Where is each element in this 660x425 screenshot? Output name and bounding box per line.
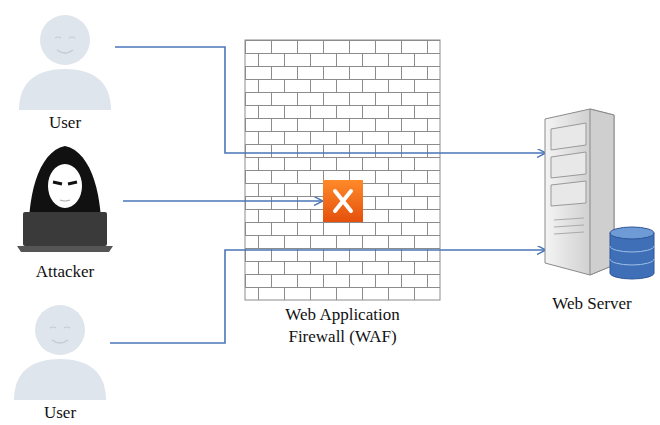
server-icon bbox=[542, 105, 660, 280]
attacker-node: Attacker bbox=[15, 140, 115, 285]
user-node: User bbox=[15, 0, 115, 135]
user-icon bbox=[10, 290, 110, 400]
block-mark bbox=[323, 180, 363, 222]
node-label: Web Server bbox=[542, 293, 642, 315]
attacker-icon bbox=[15, 140, 115, 255]
node-label: User bbox=[15, 112, 115, 134]
wall-body bbox=[245, 40, 440, 300]
firewall-node: Web Application Firewall (WAF) bbox=[245, 40, 440, 350]
node-label: Attacker bbox=[15, 261, 115, 283]
server-node: Web Server bbox=[542, 105, 660, 320]
node-label: User bbox=[10, 402, 110, 424]
node-label: Web Application Firewall (WAF) bbox=[255, 304, 430, 348]
user-icon bbox=[15, 0, 115, 110]
flow-arrow bbox=[123, 200, 322, 202]
user-node: User bbox=[10, 290, 110, 425]
flow-arrow bbox=[115, 47, 545, 153]
